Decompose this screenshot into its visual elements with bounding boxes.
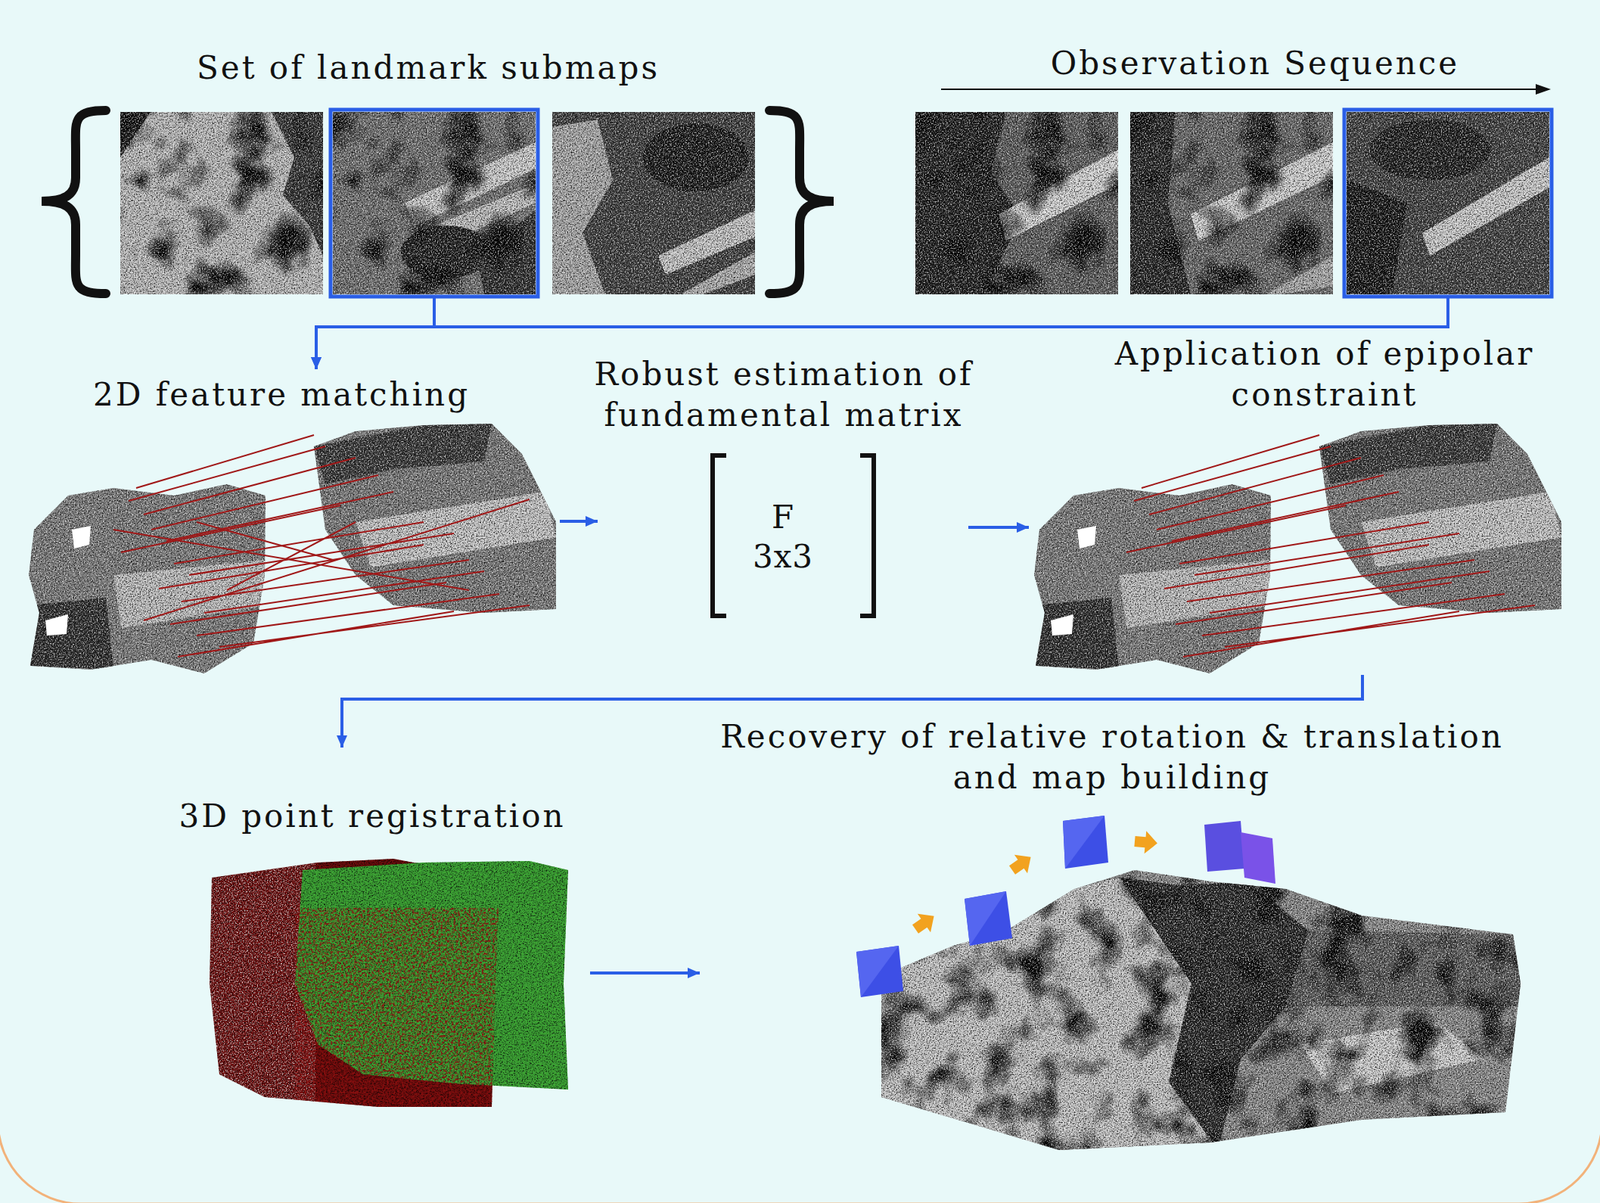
image-texture [295, 907, 500, 1107]
set-brace [41, 110, 106, 294]
stage-title: Robust estimation of fundamental matrix [579, 354, 988, 436]
submap-image [120, 111, 324, 295]
matrix-bracket [860, 455, 874, 616]
motion-arrow [908, 907, 941, 939]
pipeline-stage: 2D feature matching [22, 369, 560, 680]
image-texture [120, 111, 324, 295]
flow-arrow [316, 297, 435, 370]
camera-pose [856, 945, 904, 998]
observation-image [1346, 111, 1550, 295]
image-ground [877, 866, 1525, 1154]
match-lines [113, 434, 530, 657]
point-cloud-pair [1034, 422, 1563, 675]
data-gap [45, 614, 69, 636]
image-texture [332, 111, 536, 295]
image-texture [877, 866, 1525, 1154]
seafloor-patch [120, 111, 324, 295]
pipeline-stage: Application of epipolar constraint [1028, 331, 1559, 675]
sequence-arrowhead [1535, 83, 1551, 95]
stage-title: Application of epipolar constraint [1093, 333, 1556, 416]
image-ground [1346, 111, 1550, 295]
image-texture [332, 111, 536, 295]
matrix-bracket [712, 455, 727, 616]
image-texture [120, 111, 324, 295]
image-texture [552, 111, 755, 295]
image-texture [552, 111, 755, 295]
pipeline-stage: 3D point registration [143, 747, 591, 1113]
camera-pose [1240, 832, 1276, 884]
data-gap [71, 525, 91, 549]
selection-frame [330, 109, 538, 297]
selection-frame [1344, 109, 1552, 297]
image-ground [120, 111, 324, 295]
map-image [877, 866, 1525, 1154]
image-texture [312, 422, 558, 615]
stage-title: 3D point registration [152, 795, 592, 837]
camera-pose [1062, 815, 1109, 869]
image-texture [1130, 111, 1333, 295]
image-ground [332, 111, 536, 295]
image-texture [877, 866, 1525, 1154]
pipeline-stage: Recovery of relative rotation & translat… [699, 711, 1532, 1159]
camera-pose [1204, 820, 1245, 872]
point-cloud-pair [28, 422, 558, 675]
image-texture [332, 111, 536, 295]
pipeline-stage: Observation Sequence [904, 37, 1563, 298]
image-texture [915, 111, 1119, 295]
image-texture [1346, 111, 1550, 295]
stage-title: Set of landmark submaps [155, 47, 701, 89]
image-ground [312, 422, 558, 615]
image-texture [312, 422, 558, 615]
stage-title: Observation Sequence [990, 43, 1520, 84]
image-ground [1130, 111, 1333, 295]
observation-image [915, 111, 1119, 295]
image-texture [1130, 111, 1333, 295]
image-ground [915, 111, 1119, 295]
matrix-label: F 3x3 [752, 497, 814, 577]
camera-pose [856, 945, 899, 998]
camera-pose [964, 891, 1007, 946]
camera-pose [1062, 815, 1105, 869]
image-texture [1346, 111, 1550, 295]
inlier-lines [1126, 434, 1535, 657]
sequence-arrow [941, 88, 1538, 91]
camera-pose [964, 891, 1013, 946]
flow-arrow [968, 525, 1029, 529]
flow-arrow [590, 971, 700, 975]
image-texture [877, 866, 1525, 1154]
pipeline-stage: Set of landmark submaps [30, 41, 852, 298]
image-texture [1130, 111, 1333, 295]
motion-arrow [1133, 829, 1159, 855]
submap-image [552, 111, 755, 295]
image-texture [915, 111, 1119, 295]
point-cloud [295, 907, 500, 1107]
registration-image [209, 858, 569, 1107]
set-brace [769, 110, 834, 294]
image-texture [915, 111, 1119, 295]
motion-arrow [1005, 848, 1038, 880]
pipeline-stage: Robust estimation of fundamental matrixF… [597, 446, 969, 628]
stage-title: 2D feature matching [39, 374, 524, 416]
submap-image [332, 111, 536, 295]
point-cloud [312, 422, 558, 615]
image-texture [120, 111, 324, 295]
stage-title: Recovery of relative rotation & translat… [699, 716, 1525, 799]
image-ground [552, 111, 755, 295]
observation-image [1130, 111, 1333, 295]
flow-arrow [559, 519, 598, 523]
